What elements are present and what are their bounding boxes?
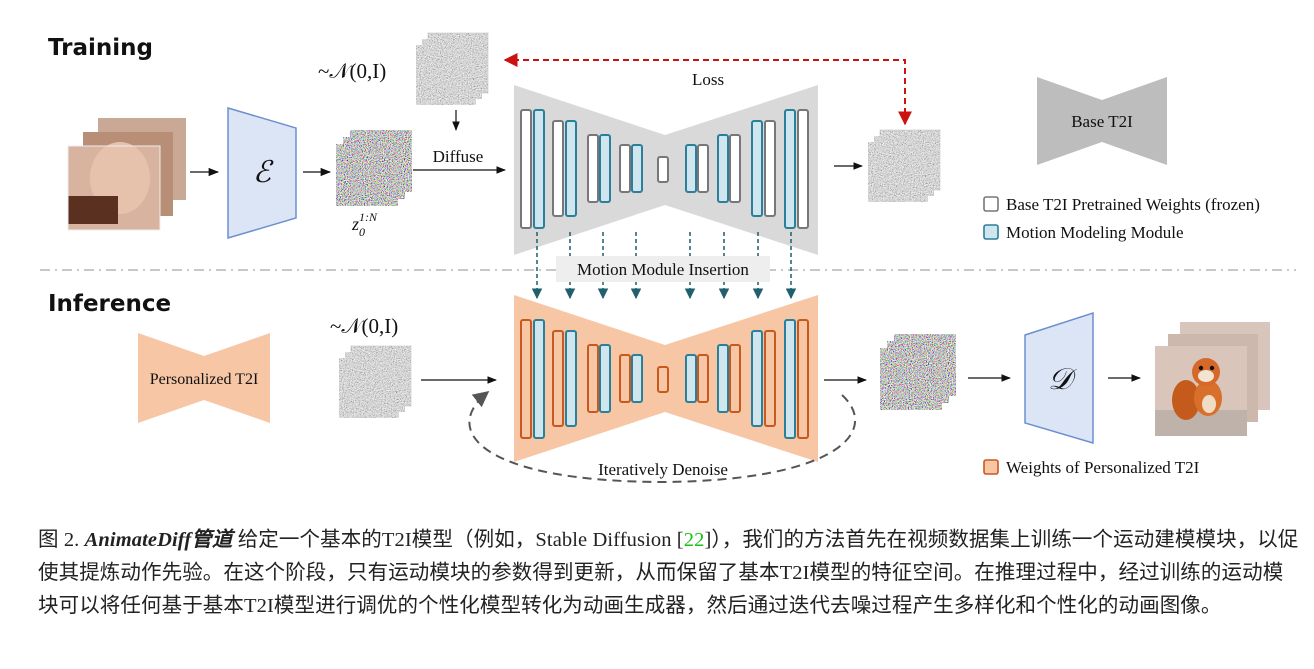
unet-layer: [520, 109, 532, 229]
decoder-block: [1024, 311, 1094, 445]
base-t2i-block: [1037, 77, 1167, 165]
base-t2i-label: Base T2I: [1071, 112, 1133, 131]
legend-personalized-swatch: [983, 459, 999, 475]
unet-layer: [764, 120, 776, 217]
unet-layer: [552, 120, 564, 217]
inference-unet-layers: [520, 319, 809, 439]
unet-layer: [587, 134, 599, 203]
unet-layer: [587, 344, 599, 413]
motion-module-layer: [599, 344, 611, 413]
inference-noise-stack: [339, 346, 411, 418]
motion-module-layer: [533, 109, 545, 229]
insertion-label-bg: [556, 256, 770, 282]
training-section-title: Training: [48, 35, 153, 61]
motion-module-layer: [631, 144, 643, 193]
denoise-loop-arrow: [468, 391, 857, 484]
figure-title: AnimateDiff管道: [84, 529, 233, 551]
unet-layer: [657, 366, 669, 393]
unet-layer: [729, 134, 741, 203]
iteratively-denoise-label: Iteratively Denoise: [598, 460, 728, 479]
legend-frozen-label: Base T2I Pretrained Weights (frozen): [1006, 195, 1260, 214]
insertion-arrows: [531, 232, 797, 300]
motion-module-layer: [533, 319, 545, 439]
motion-module-layer: [717, 344, 729, 413]
unet-layer: [619, 354, 631, 403]
unet-layer: [797, 109, 809, 229]
motion-module-layer: [565, 330, 577, 427]
motion-module-layer: [717, 134, 729, 203]
output-animation-frames: [1155, 322, 1270, 436]
caption-text-2: ]），我们的方法首先在视频数据集上训练一个运动建模模块，以促使其提炼动作先验。在…: [38, 529, 1299, 617]
encoder-block: [227, 106, 297, 240]
motion-module-layer: [631, 354, 643, 403]
motion-module-layer: [784, 109, 796, 229]
motion-module-layer: [751, 120, 763, 217]
figure-number: 图 2.: [38, 529, 80, 551]
unet-layer: [764, 330, 776, 427]
input-video-frames: [67, 118, 186, 231]
motion-module-layer: [751, 330, 763, 427]
legend-motion-swatch: [983, 224, 999, 240]
motion-module-layer: [565, 120, 577, 217]
motion-module-layer: [685, 354, 697, 403]
citation-link[interactable]: 22: [683, 529, 705, 551]
encoder-symbol: ℰ: [253, 156, 274, 189]
noise-distribution-label: ~𝒩(0,I): [318, 59, 386, 83]
legend-motion-label: Motion Modeling Module: [1006, 223, 1184, 242]
motion-module-layer: [784, 319, 796, 439]
figure-caption: 图 2. AnimateDiff管道 给定一个基本的T2I模型（例如，Stabl…: [38, 524, 1300, 623]
inference-section-title: Inference: [48, 291, 171, 317]
motion-module-insertion-label: Motion Module Insertion: [577, 260, 749, 279]
loss-label: Loss: [692, 70, 724, 89]
latent-label: z01:N: [351, 210, 378, 239]
personalized-t2i-label: Personalized T2I: [150, 371, 259, 388]
animatediff-diagram: Training Inference ℰ z01:N ~𝒩(0,I) Diffu…: [40, 0, 1296, 484]
legend-personalized-label: Weights of Personalized T2I: [1006, 458, 1200, 477]
latent-stack: [336, 130, 412, 206]
inference-noise-label: ~𝒩(0,I): [330, 314, 398, 338]
unet-layer: [552, 330, 564, 427]
unet-layer: [729, 344, 741, 413]
output-latent-stack: [880, 334, 956, 410]
noise-stack: [416, 33, 488, 105]
unet-layer: [697, 144, 709, 193]
caption-text-1: 给定一个基本的T2I模型（例如，Stable Diffusion [: [232, 529, 684, 551]
unet-layer: [619, 144, 631, 193]
loss-arrow: [503, 53, 912, 126]
unet-layer: [697, 354, 709, 403]
diffuse-label: Diffuse: [433, 147, 484, 166]
personalized-t2i-block: [138, 333, 270, 423]
motion-module-layer: [599, 134, 611, 203]
unet-layer: [657, 156, 669, 183]
unet-layer: [520, 319, 532, 439]
legend-frozen-swatch: [983, 196, 999, 212]
predicted-noise-stack: [868, 130, 940, 202]
motion-module-layer: [685, 144, 697, 193]
unet-layer: [797, 319, 809, 439]
